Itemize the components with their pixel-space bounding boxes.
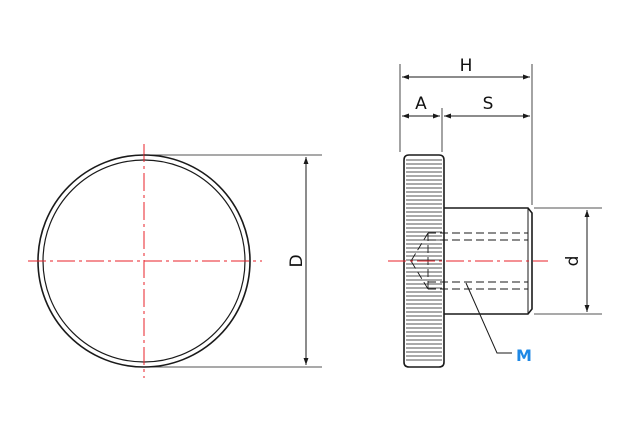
head-A-label: A xyxy=(415,94,427,114)
side-view: H A S d M xyxy=(388,56,602,368)
height-H-label: H xyxy=(460,56,473,76)
shank-S-label: S xyxy=(483,94,494,114)
diameter-D-label: D xyxy=(287,254,307,267)
knurl-lines xyxy=(406,159,442,361)
thread-M-leader-line xyxy=(465,282,512,354)
front-view: D xyxy=(28,144,322,378)
thread-M-label: M xyxy=(516,346,532,365)
shank-diameter-d-label: d xyxy=(563,256,583,267)
knurled-head-outline xyxy=(403,154,445,368)
shank-outline xyxy=(444,207,533,315)
